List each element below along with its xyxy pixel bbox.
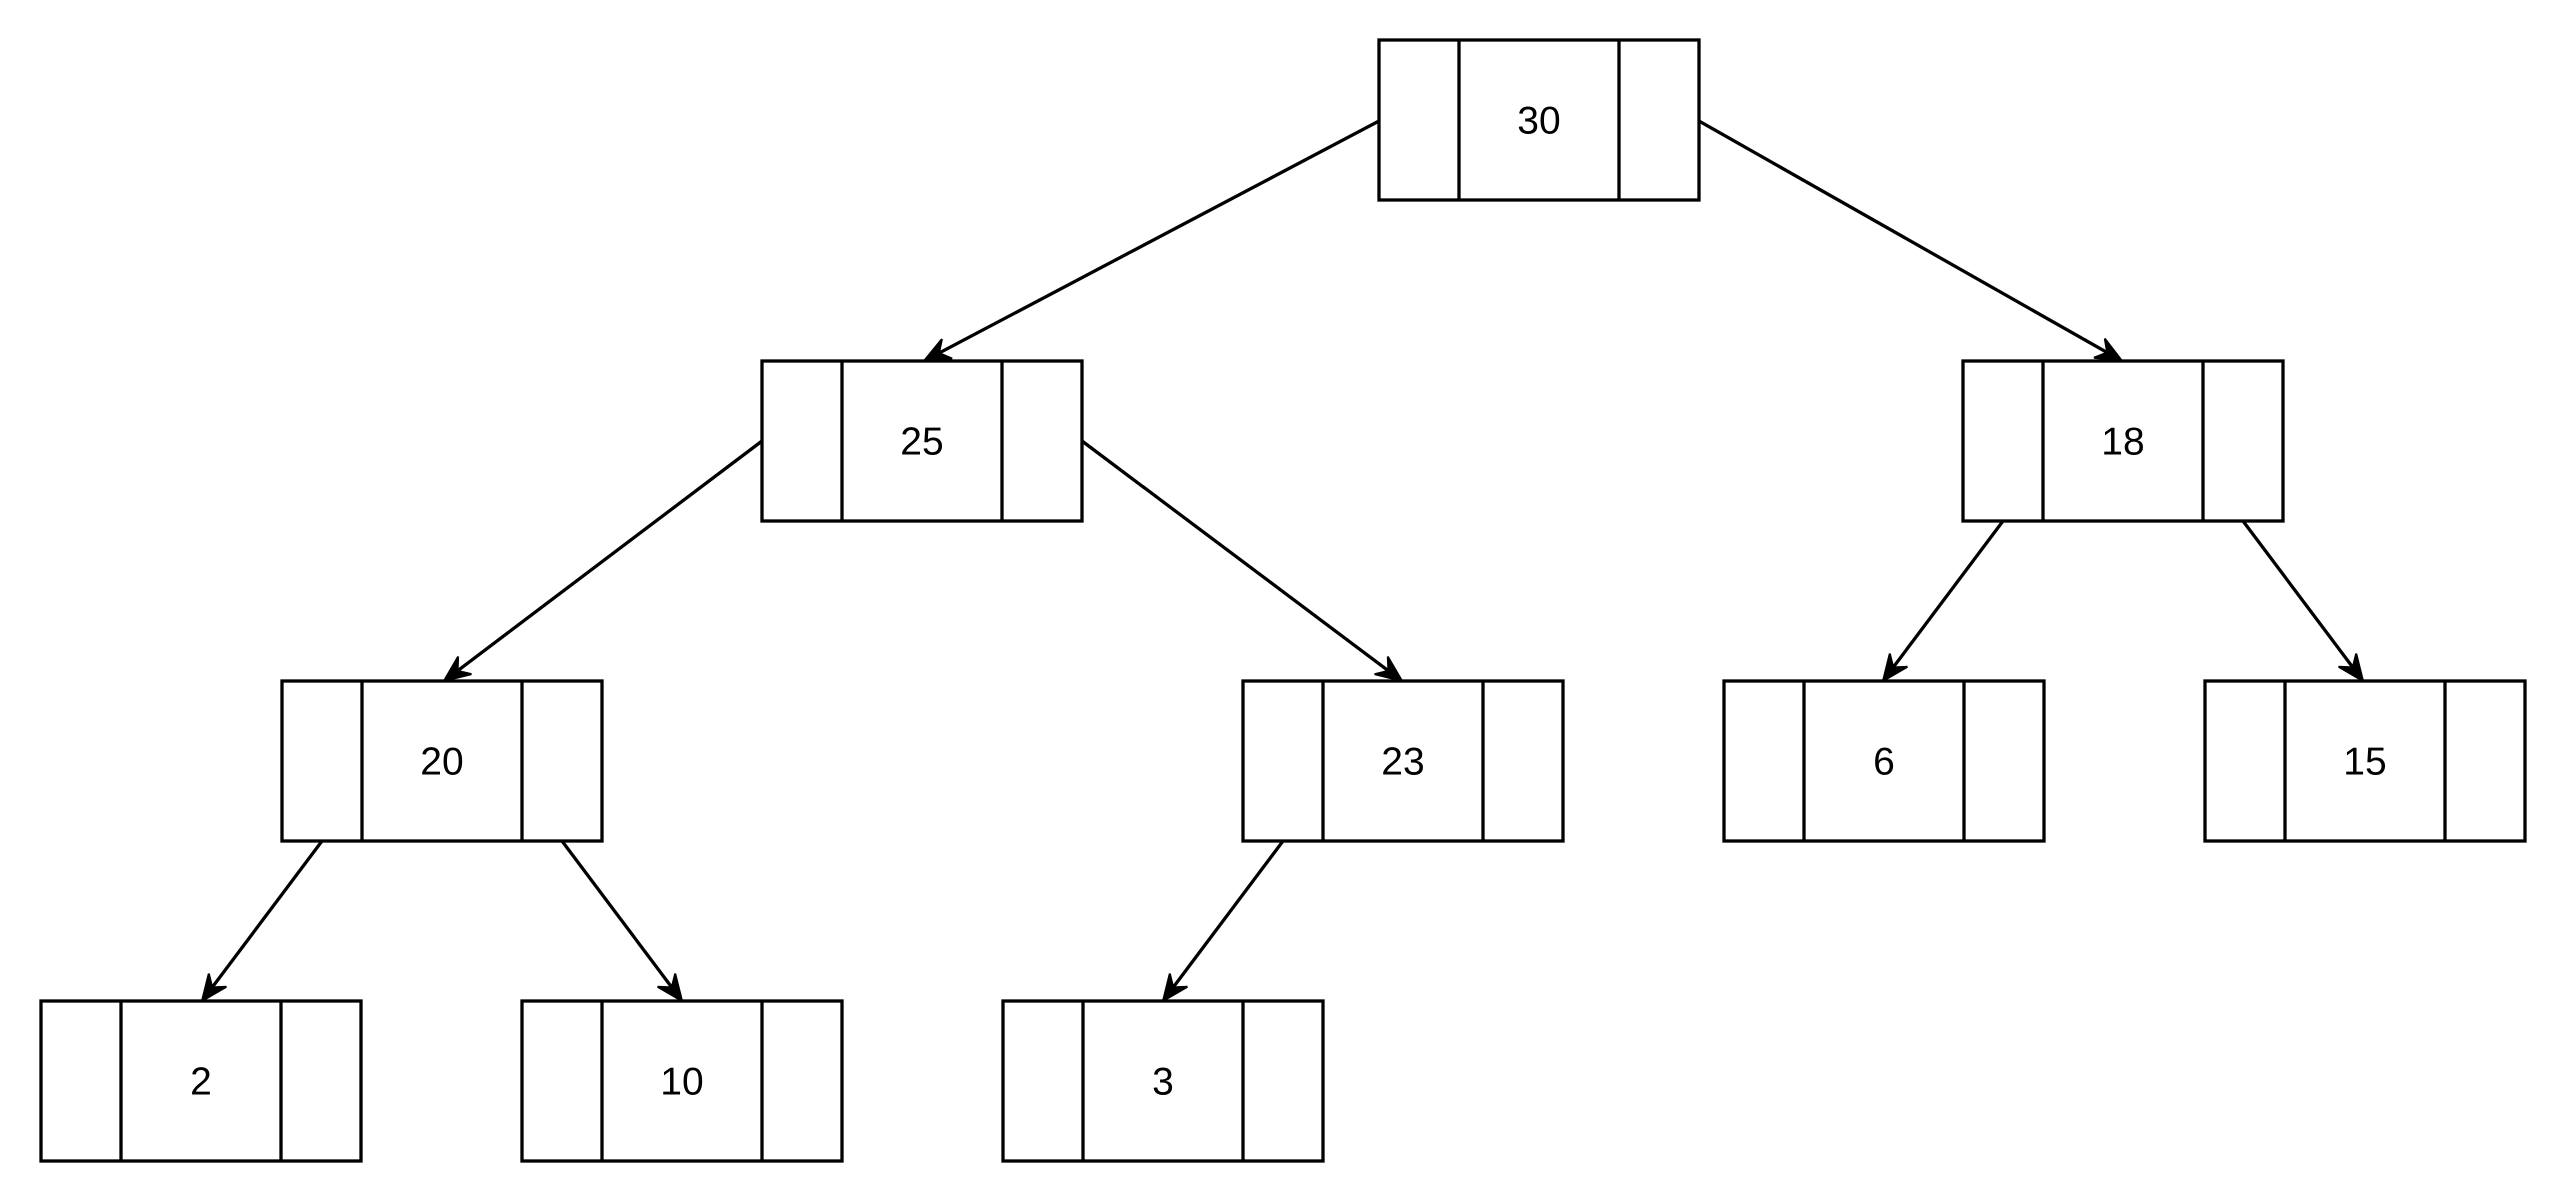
edge-n30-n18	[1698, 119, 2125, 363]
node-box	[1241, 679, 1565, 843]
edge-line	[938, 119, 1380, 355]
nodes-layer: 30 25 18 20 23 6 15 2 10 3	[39, 38, 2527, 1163]
edge-line	[456, 439, 763, 673]
node-value: 23	[1381, 741, 1424, 784]
edge-n18-n6	[1881, 520, 2005, 684]
tree-node-2: 2	[39, 999, 363, 1163]
edge-line	[1171, 840, 1285, 989]
edge-line	[210, 840, 324, 989]
node-value: 20	[420, 741, 463, 784]
node-value: 30	[1517, 100, 1560, 143]
node-box	[1001, 999, 1325, 1163]
arrowhead-icon	[441, 656, 472, 683]
edge-line	[1698, 119, 2109, 355]
tree-node-30: 30	[1377, 38, 1701, 202]
node-value: 18	[2101, 421, 2144, 464]
edge-n18-n15	[2241, 520, 2365, 684]
node-value: 10	[660, 1061, 703, 1104]
node-box	[1961, 359, 2285, 523]
tree-node-15: 15	[2203, 679, 2527, 843]
node-value: 25	[900, 421, 943, 464]
arrowhead-icon	[1374, 656, 1405, 683]
tree-node-10: 10	[520, 999, 844, 1163]
edge-line	[1081, 439, 1390, 673]
edge-line	[1891, 520, 2005, 669]
tree-node-23: 23	[1241, 679, 1565, 843]
arrowhead-icon	[2093, 337, 2125, 363]
edge-n20-n10	[560, 840, 684, 1004]
node-box	[39, 999, 363, 1163]
node-value: 15	[2343, 741, 2386, 784]
arrowhead-icon	[657, 973, 684, 1004]
edge-n20-n2	[200, 840, 324, 1004]
node-box	[2203, 679, 2527, 843]
node-box	[1377, 38, 1701, 202]
node-box	[280, 679, 604, 843]
tree-node-25: 25	[760, 359, 1084, 523]
tree-node-6: 6	[1722, 679, 2046, 843]
node-value: 2	[190, 1061, 212, 1104]
edge-n25-n23	[1081, 439, 1405, 683]
node-value: 6	[1873, 741, 1895, 784]
tree-node-20: 20	[280, 679, 604, 843]
node-value: 3	[1152, 1061, 1174, 1104]
edge-line	[2241, 520, 2355, 669]
edge-line	[560, 840, 674, 989]
edge-n30-n25	[921, 119, 1380, 363]
arrowhead-icon	[2338, 653, 2365, 684]
edges-layer	[200, 119, 2365, 1004]
arrowhead-icon	[1161, 973, 1188, 1004]
node-box	[760, 359, 1084, 523]
edge-n23-n3	[1161, 840, 1285, 1004]
tree-node-18: 18	[1961, 359, 2285, 523]
node-box	[520, 999, 844, 1163]
arrowhead-icon	[200, 973, 227, 1004]
tree-node-3: 3	[1001, 999, 1325, 1163]
arrowhead-icon	[1881, 653, 1908, 684]
node-box	[1722, 679, 2046, 843]
edge-n25-n20	[441, 439, 763, 683]
